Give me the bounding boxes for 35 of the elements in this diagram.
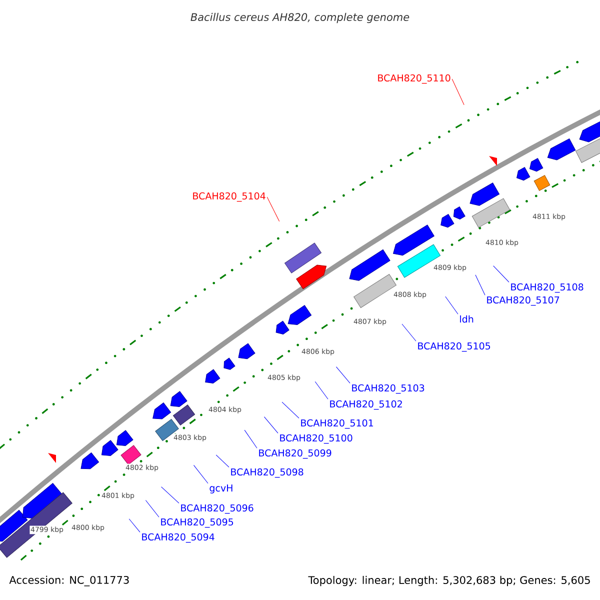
leader-line [282, 402, 300, 418]
leader-line [216, 454, 230, 468]
gene-label: BCAH820_5094 [142, 533, 214, 543]
leader-line [314, 381, 328, 400]
title: Bacillus cereus AH820, complete genome [190, 12, 410, 24]
gene-label: BCAH820_5108 [511, 283, 584, 293]
leader-line [244, 430, 258, 448]
leader-line [264, 416, 278, 434]
footer-text: Topology: linear; Length: 5,302,683 bp; Genes: 5,605 [308, 576, 590, 586]
leader-line [266, 196, 280, 222]
gene-label: BCAH820_5101 [301, 419, 373, 429]
leader-line [194, 464, 208, 484]
gene-label: BCAH820_5110 [378, 74, 450, 84]
gene-label: ldh [460, 315, 474, 323]
leader-line [336, 366, 350, 384]
leader-line [452, 78, 464, 106]
footer-text: Accession: NC_011773 [9, 576, 129, 586]
gene-label: BCAH820_5103 [352, 384, 424, 394]
gene-label: BCAH820_5095 [161, 518, 234, 528]
gene-label: BCAH820_5104 [193, 192, 266, 202]
gene-label: BCAH820_5105 [418, 342, 490, 352]
gene-label: BCAH820_5096 [181, 504, 254, 514]
gene-label: BCAH820_5099 [259, 449, 332, 459]
gene-label: gcvH [210, 484, 232, 494]
leader-line [128, 518, 140, 532]
gene-label: BCAH820_5098 [231, 468, 304, 478]
gene-label: BCAH820_5102 [330, 400, 402, 410]
leader-line [145, 500, 160, 518]
gene-label: BCAH820_5100 [280, 434, 352, 444]
gene-label: BCAH820_5107 [487, 296, 560, 306]
leader-line [161, 486, 180, 504]
leader-line [445, 296, 458, 314]
leader-line [475, 274, 486, 296]
leader-line [402, 324, 416, 342]
leader-line [493, 266, 510, 282]
